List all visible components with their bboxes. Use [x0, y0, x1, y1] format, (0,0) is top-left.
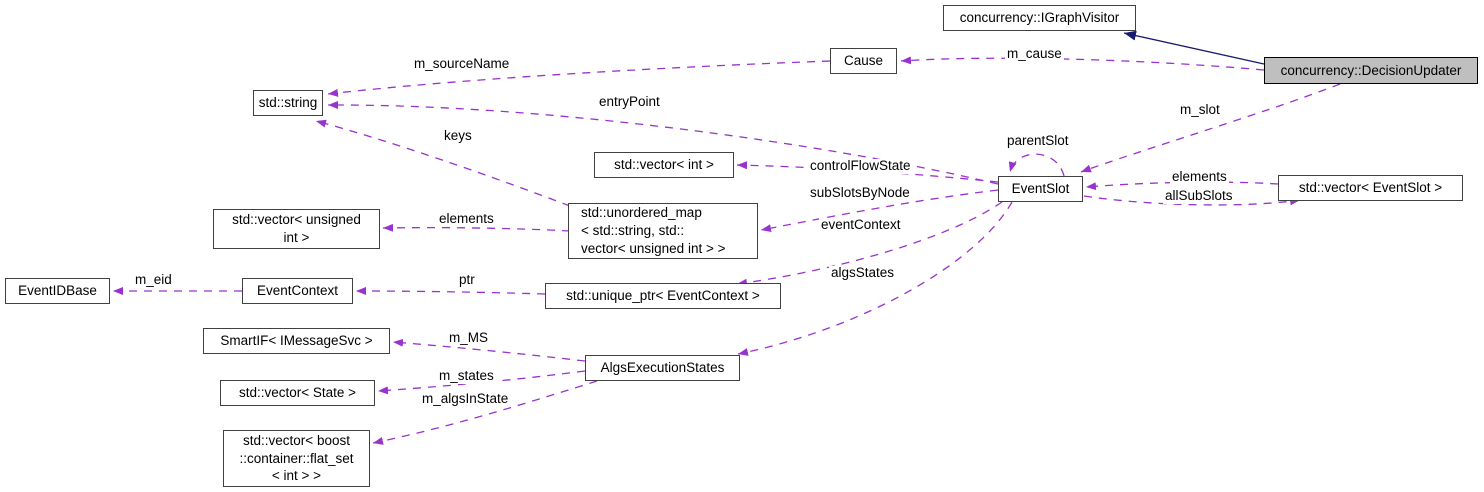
edge-elements-unsigned — [382, 223, 571, 232]
edge-m-algsinstate — [372, 380, 598, 445]
node-algsexecutionstates[interactable]: AlgsExecutionStates — [585, 355, 740, 381]
node-label: std::unordered_map — [581, 205, 702, 221]
edge-label-m-algsinstate: m_algsInState — [420, 391, 511, 407]
edge-label-m-states: m_states — [437, 368, 496, 384]
node-label: Cause — [843, 53, 884, 69]
edge-m-slot — [1080, 83, 1341, 173]
node-std-vector-unsigned-int[interactable]: std::vector< unsigned int > — [213, 209, 380, 249]
node-std-vector-flat-set[interactable]: std::vector< boost ::container::flat_set… — [223, 430, 370, 487]
node-label: < std::string, std:: — [581, 223, 685, 239]
node-label: concurrency::DecisionUpdater — [1280, 62, 1462, 78]
node-label: concurrency::IGraphVisitor — [959, 10, 1120, 26]
node-std-vector-int[interactable]: std::vector< int > — [594, 152, 734, 178]
node-label: std::string — [258, 95, 318, 111]
edge-label-allsubslots: allSubSlots — [1163, 188, 1235, 204]
edge-label-m-ms: m_MS — [447, 330, 491, 346]
edge-label-elements-left: elements — [437, 211, 496, 227]
edge-label-eventcontext: eventContext — [819, 217, 903, 233]
edge-m-cause — [900, 56, 1265, 71]
edge-subslotsbynode — [760, 189, 999, 233]
edge-m-states — [377, 370, 586, 395]
node-concurrency-decisionupdater[interactable]: concurrency::DecisionUpdater — [1264, 57, 1478, 84]
edge-m-ms — [392, 338, 586, 362]
node-eventidbase[interactable]: EventIDBase — [5, 278, 110, 304]
edge-controlflowstate — [736, 161, 999, 183]
node-label: EventIDBase — [18, 283, 97, 299]
node-label: ::container::flat_set — [239, 450, 354, 466]
edge-label-parentslot: parentSlot — [1005, 133, 1071, 149]
node-label: std::unique_ptr< EventContext > — [566, 288, 760, 304]
node-label: EventSlot — [1011, 181, 1070, 197]
edge-eventcontext — [736, 201, 1003, 287]
node-label: std::vector< unsigned — [232, 212, 361, 228]
edge-parentslot-selfloop — [1008, 153, 1065, 177]
edge-inheritance-decisionupdater-igraphvisitor — [1123, 30, 1265, 65]
edge-label-elements-right: elements — [1170, 169, 1229, 185]
node-label: EventContext — [256, 283, 339, 299]
edge-ptr — [355, 287, 546, 296]
node-label: < int > > — [271, 468, 322, 484]
edge-label-controlflowstate: controlFlowState — [808, 158, 913, 174]
node-label: std::vector< State > — [238, 385, 357, 401]
edge-label-keys: keys — [442, 128, 474, 144]
edge-keys — [315, 119, 571, 207]
node-std-string[interactable]: std::string — [253, 90, 323, 116]
node-label: vector< unsigned int > > — [581, 240, 726, 256]
node-label: SmartIF< IMessageSvc > — [220, 333, 373, 349]
node-eventcontext[interactable]: EventContext — [242, 278, 353, 304]
node-std-vector-eventslot[interactable]: std::vector< EventSlot > — [1278, 175, 1463, 201]
edge-label-ptr: ptr — [457, 272, 477, 288]
edge-label-algsstates: algsStates — [829, 265, 897, 281]
node-cause[interactable]: Cause — [830, 48, 897, 74]
edge-label-entrypoint: entryPoint — [597, 94, 662, 110]
node-std-vector-state[interactable]: std::vector< State > — [220, 380, 375, 406]
node-eventslot[interactable]: EventSlot — [998, 176, 1083, 202]
node-label: std::vector< int > — [614, 157, 714, 173]
edge-label-m-eid: m_eid — [133, 272, 174, 288]
edge-allsubslots — [1083, 195, 1301, 206]
node-label: int > — [283, 230, 310, 245]
node-std-unordered-map[interactable]: std::unordered_map < std::string, std:: … — [568, 203, 758, 259]
edge-m-sourcename — [327, 60, 831, 97]
edge-label-subslotsbynode: subSlotsByNode — [808, 185, 912, 201]
node-label: std::vector< EventSlot > — [1298, 180, 1443, 196]
node-label: std::vector< boost — [243, 432, 350, 448]
edge-label-m-slot: m_slot — [1178, 102, 1222, 118]
edge-label-m-sourcename: m_sourceName — [412, 56, 512, 72]
node-smartif-imessagesvc[interactable]: SmartIF< IMessageSvc > — [203, 328, 390, 354]
node-std-unique-ptr-eventcontext[interactable]: std::unique_ptr< EventContext > — [545, 283, 781, 309]
edge-label-m-cause: m_cause — [1005, 46, 1064, 62]
edge-algsstates — [737, 201, 1013, 356]
node-concurrency-igraphvisitor[interactable]: concurrency::IGraphVisitor — [943, 5, 1136, 31]
node-label: AlgsExecutionStates — [600, 360, 725, 376]
